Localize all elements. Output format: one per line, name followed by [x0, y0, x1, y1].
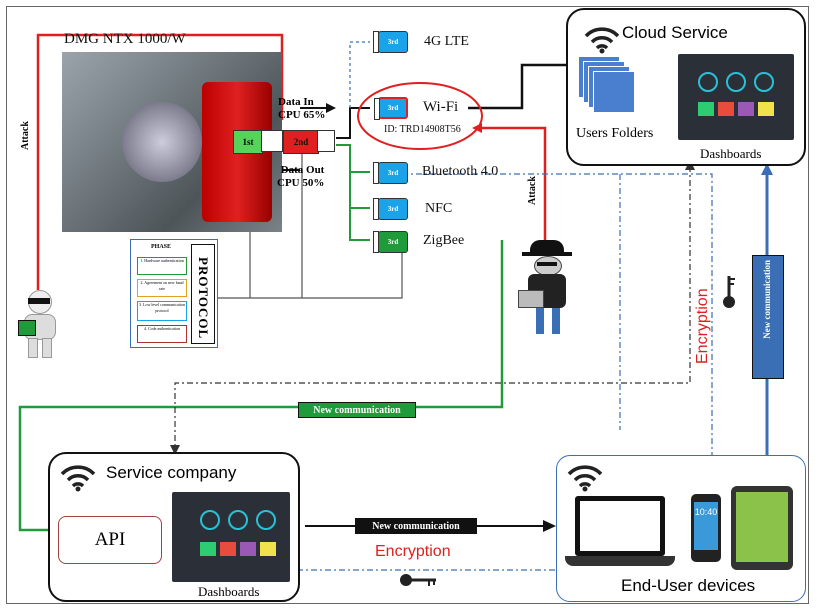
- attack-label-right: Attack: [527, 176, 538, 205]
- key-bottom-icon: [400, 574, 436, 586]
- users-folders-icon: [578, 56, 636, 116]
- data-out-line2: CPU 50%: [277, 177, 325, 189]
- tablet-icon: [731, 486, 793, 570]
- service-company-box: Service company API Dashboards: [48, 452, 300, 602]
- module-zigbee-label: ZigBee: [423, 233, 465, 248]
- protocol-panel: PHASE 1. Hardware authentication 2. Agre…: [130, 239, 218, 348]
- module-wifi-label: Wi-Fi: [423, 99, 459, 115]
- service-dashboards-label: Dashboards: [198, 584, 260, 599]
- protocol-title-box: PROTOCOL: [191, 244, 215, 344]
- data-out-line1: Data Out: [280, 164, 325, 176]
- service-title: Service company: [106, 463, 237, 482]
- api-label: API: [94, 529, 126, 550]
- module-nfc-tag: 3rd: [387, 205, 399, 213]
- protocol-step-1: 1. Hardware authentication: [137, 257, 187, 275]
- module-zigbee-chip: 3rd: [373, 231, 408, 253]
- module-nfc-chip: 3rd: [373, 198, 408, 220]
- cloud-service-box: Cloud Service Users Folders Dashboards: [566, 8, 806, 166]
- module-4g-tag: 3rd: [387, 38, 399, 46]
- end-user-devices-box: 10:40 End-User devices: [556, 455, 806, 602]
- phone-icon: 10:40: [691, 494, 721, 562]
- protocol-step-4: 4. Code authentication: [137, 325, 187, 343]
- enduser-wifi-icon: [567, 465, 603, 492]
- attack-label-left: Attack: [20, 121, 31, 150]
- protocol-phase: PHASE: [150, 244, 171, 250]
- new-communication-black-badge: New communication: [355, 518, 477, 534]
- machine-chuck: [122, 102, 202, 182]
- module-wifi-tag: 3rd: [387, 104, 399, 112]
- data-out-label: Data Out CPU 50%: [277, 164, 324, 190]
- module-nfc-label: NFC: [425, 201, 453, 216]
- hacker-left-icon: [18, 290, 60, 358]
- stage-first: 1st: [233, 130, 263, 154]
- module-zigbee-tag: 3rd: [387, 238, 399, 246]
- phone-time: 10:40: [694, 507, 718, 517]
- cloud-title: Cloud Service: [622, 23, 728, 42]
- enduser-title: End-User devices: [621, 576, 756, 595]
- cloud-dashboards-label: Dashboards: [700, 146, 762, 161]
- service-dashboard-screenshot: [172, 492, 290, 582]
- module-bluetooth-tag: 3rd: [387, 169, 399, 177]
- service-wifi-icon: [60, 465, 96, 492]
- module-4g-chip: 3rd: [373, 31, 408, 53]
- encryption-bottom-label: Encryption: [375, 543, 451, 560]
- module-bluetooth-label: Bluetooth 4.0: [422, 164, 499, 179]
- diagram-frame: [6, 6, 809, 604]
- new-communication-green-badge: New communication: [298, 402, 416, 418]
- api-box: API: [58, 516, 162, 564]
- protocol-step-3: 3. Low level communication protocol: [137, 301, 187, 321]
- new-communication-vertical-text: New communication: [762, 260, 772, 339]
- key-icon: [723, 276, 735, 308]
- module-4g-label: 4G LTE: [424, 34, 469, 49]
- data-in-line1: Data In: [278, 96, 314, 108]
- new-communication-vertical-badge: New communication: [752, 255, 784, 379]
- cloud-wifi-icon: [584, 27, 620, 54]
- stage-second: 2nd: [283, 130, 319, 154]
- encryption-vertical-label: Encryption: [694, 288, 711, 364]
- laptop-icon: [565, 496, 675, 570]
- machine-name: DMG NTX 1000/W: [64, 31, 186, 47]
- cloud-dashboard-screenshot: [678, 54, 794, 140]
- data-in-label: Data In CPU 65%: [278, 96, 325, 122]
- stage-connector: [261, 130, 283, 152]
- protocol-step-2: 2. Agreement on new baud rate: [137, 279, 187, 297]
- users-folders-label: Users Folders: [576, 126, 654, 141]
- hacker-right-icon: [518, 240, 578, 340]
- stage-end: [317, 130, 335, 152]
- protocol-title: PROTOCOL: [196, 257, 211, 340]
- module-wifi-chip: 3rd: [374, 97, 408, 120]
- module-bluetooth-chip: 3rd: [373, 162, 408, 184]
- wifi-id: ID: TRD14908T56: [384, 124, 461, 135]
- data-in-line2: CPU 65%: [278, 109, 326, 121]
